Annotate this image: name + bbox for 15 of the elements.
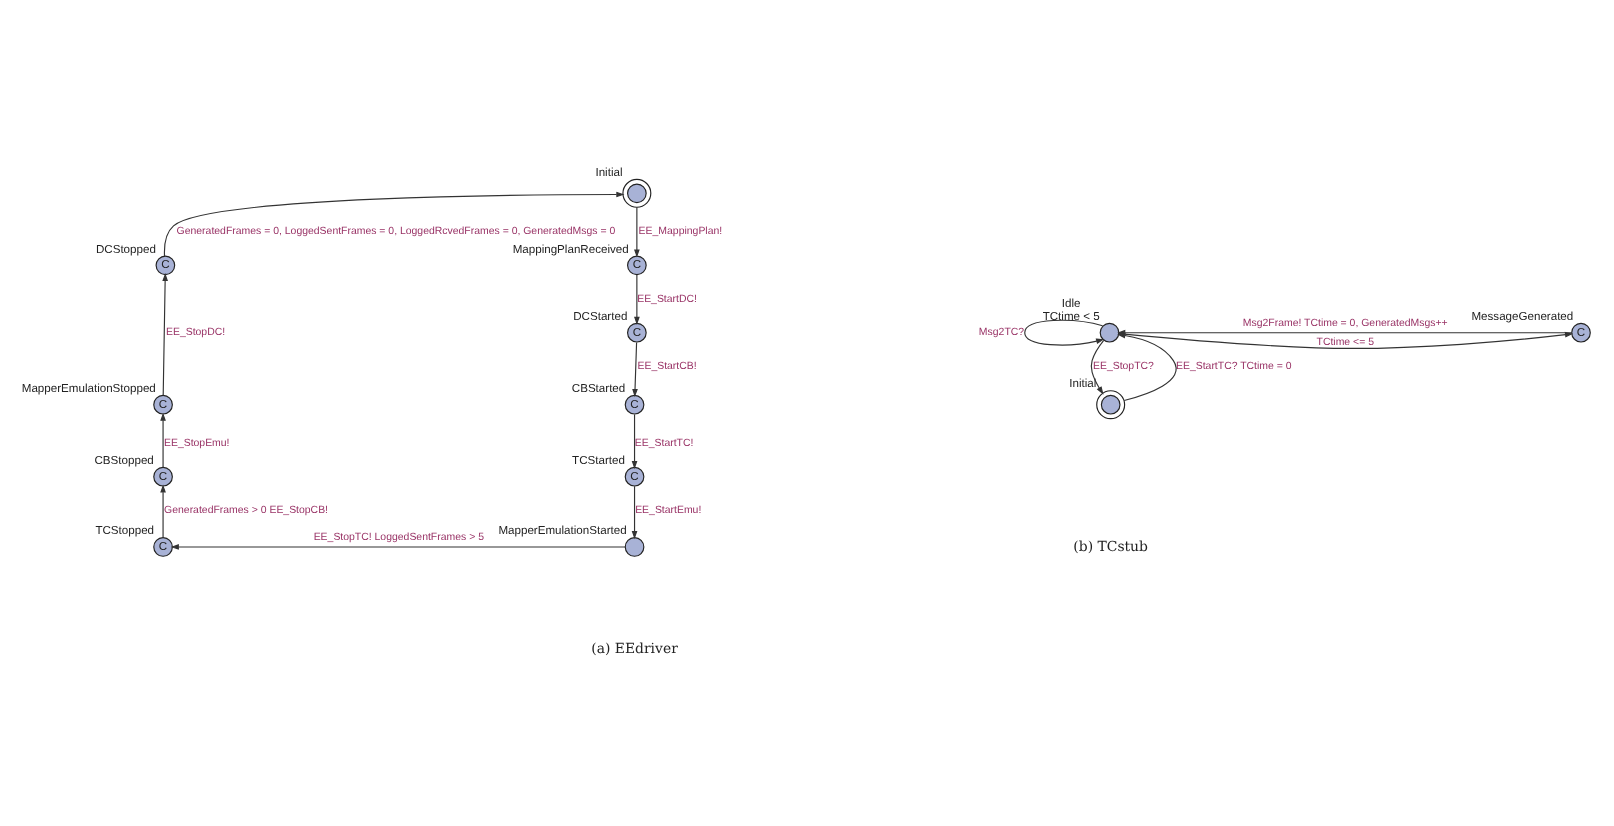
arrow — [632, 340, 638, 397]
arrow — [1024, 318, 1105, 345]
arrow — [634, 273, 640, 324]
arrow — [631, 412, 638, 469]
arrow — [634, 205, 640, 257]
arrow — [163, 190, 625, 256]
arrow — [160, 411, 166, 467]
node-circle — [624, 536, 645, 556]
arrow — [1090, 338, 1105, 394]
arrow — [631, 484, 638, 539]
arrow — [1117, 331, 1177, 401]
arrow — [162, 271, 168, 395]
arrow — [160, 483, 166, 537]
node-circle — [1099, 321, 1120, 342]
arrow — [170, 543, 626, 549]
